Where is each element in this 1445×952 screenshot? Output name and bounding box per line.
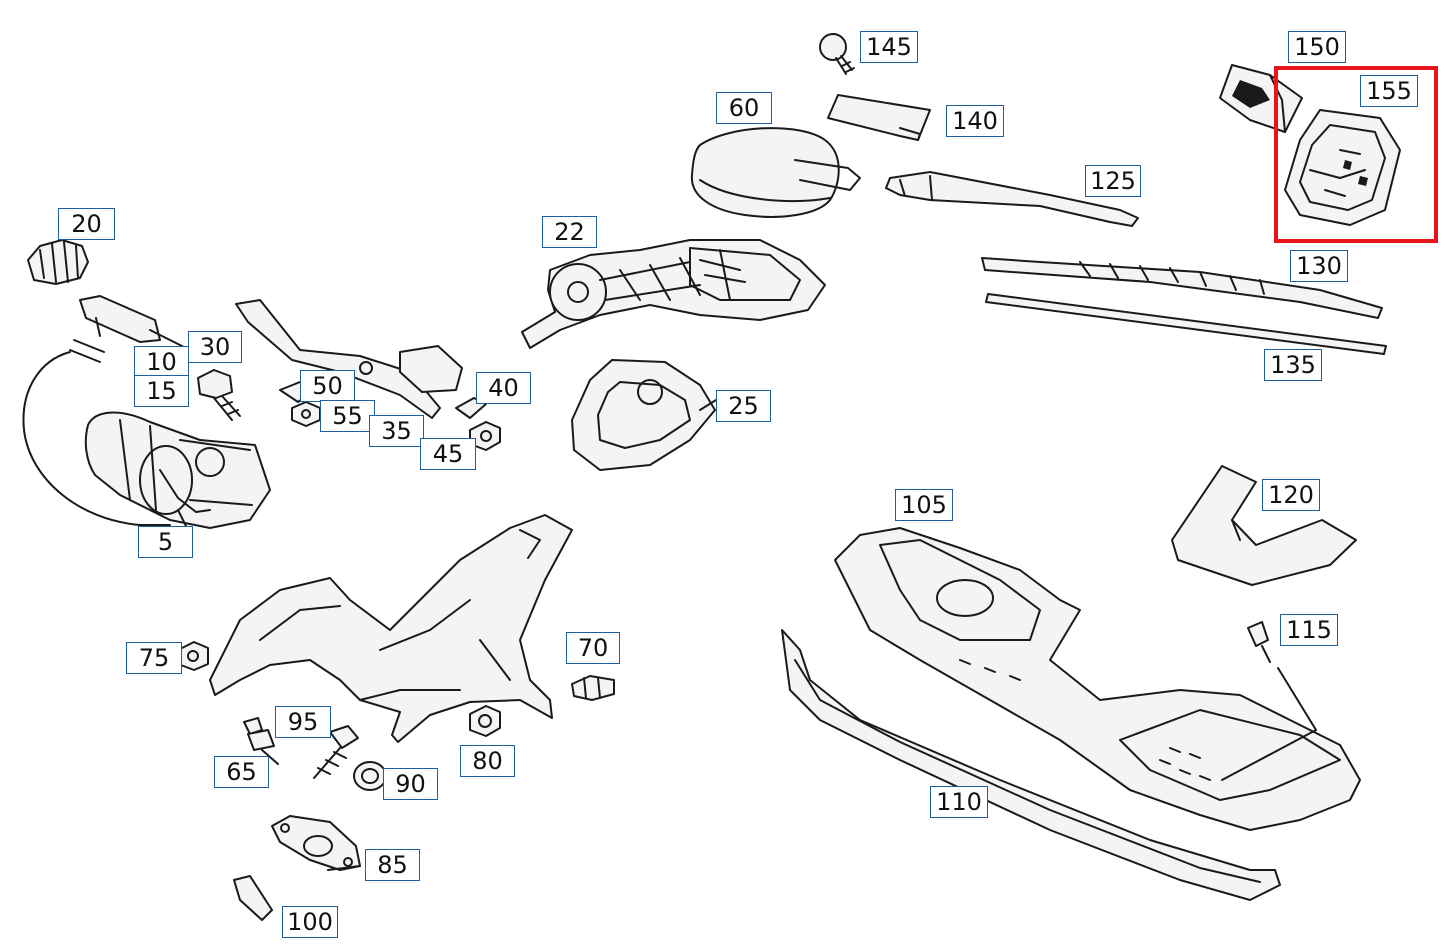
part-20-boot[interactable] [27, 239, 89, 285]
part-25-ring[interactable] [571, 359, 716, 471]
part-85-flange[interactable] [271, 815, 361, 871]
callout-70[interactable]: 70 [566, 632, 620, 664]
part-80-nut[interactable] [469, 705, 501, 737]
part-35-linkage-arm[interactable] [235, 299, 463, 419]
callout-30[interactable]: 30 [188, 331, 242, 363]
callout-110[interactable]: 110 [930, 786, 988, 818]
callout-115[interactable]: 115 [1280, 614, 1338, 646]
part-145-bolt[interactable] [819, 33, 855, 75]
part-140-clip[interactable] [827, 94, 931, 141]
callout-85[interactable]: 85 [365, 849, 420, 881]
highlight-box-155 [1274, 66, 1438, 243]
part-100-clip[interactable] [233, 875, 273, 921]
part-65-screw[interactable] [243, 717, 279, 765]
callout-40[interactable]: 40 [476, 372, 531, 404]
callout-95[interactable]: 95 [275, 706, 331, 738]
callout-120[interactable]: 120 [1262, 479, 1320, 511]
callout-22[interactable]: 22 [542, 216, 597, 248]
part-22-linkage[interactable] [521, 239, 826, 349]
callout-90[interactable]: 90 [383, 768, 438, 800]
callout-45[interactable]: 45 [420, 438, 476, 470]
part-60-cover[interactable] [690, 127, 861, 218]
callout-65[interactable]: 65 [214, 756, 269, 788]
part-5-motor[interactable] [84, 411, 271, 529]
callout-125[interactable]: 125 [1085, 165, 1141, 197]
callout-25[interactable]: 25 [716, 390, 771, 422]
part-90-grommet[interactable] [353, 761, 387, 791]
callout-75[interactable]: 75 [126, 642, 182, 674]
part-125-wiper-arm[interactable] [885, 171, 1139, 227]
callout-60[interactable]: 60 [716, 92, 772, 124]
callout-80[interactable]: 80 [460, 745, 515, 777]
part-70-stud[interactable] [571, 675, 615, 701]
callout-10[interactable]: 10 [134, 346, 189, 378]
callout-150[interactable]: 150 [1288, 31, 1346, 63]
part-75-nut[interactable] [177, 641, 209, 671]
part-130-wiper-blade[interactable] [981, 257, 1383, 319]
callout-55[interactable]: 55 [320, 400, 375, 432]
part-150[interactable] [1219, 64, 1303, 133]
part-105-cowl-panel[interactable] [834, 527, 1361, 831]
part-30-bolt[interactable] [197, 369, 241, 421]
part-110-seal[interactable] [781, 629, 1281, 901]
callout-155[interactable]: 155 [1360, 75, 1418, 107]
callout-135[interactable]: 135 [1264, 349, 1322, 381]
callout-140[interactable]: 140 [946, 105, 1004, 137]
part-95-screw[interactable] [313, 725, 359, 779]
part-155[interactable] [1284, 109, 1401, 226]
part-10-connector-cable[interactable] [22, 295, 171, 526]
callout-50[interactable]: 50 [300, 370, 355, 402]
callout-15[interactable]: 15 [134, 375, 189, 407]
part-115-push-pin[interactable] [1247, 621, 1317, 731]
callout-105[interactable]: 105 [895, 489, 953, 521]
part-120-seal[interactable] [1171, 465, 1357, 586]
callout-5[interactable]: 5 [138, 526, 193, 558]
callout-100[interactable]: 100 [282, 906, 338, 938]
callout-20[interactable]: 20 [58, 208, 115, 240]
part-bracket[interactable] [209, 514, 573, 743]
callout-35[interactable]: 35 [369, 415, 424, 447]
part-135-blade-rubber[interactable] [985, 293, 1387, 355]
callout-145[interactable]: 145 [860, 31, 918, 63]
part-55-nut[interactable] [291, 401, 321, 427]
callout-130[interactable]: 130 [1290, 250, 1348, 282]
